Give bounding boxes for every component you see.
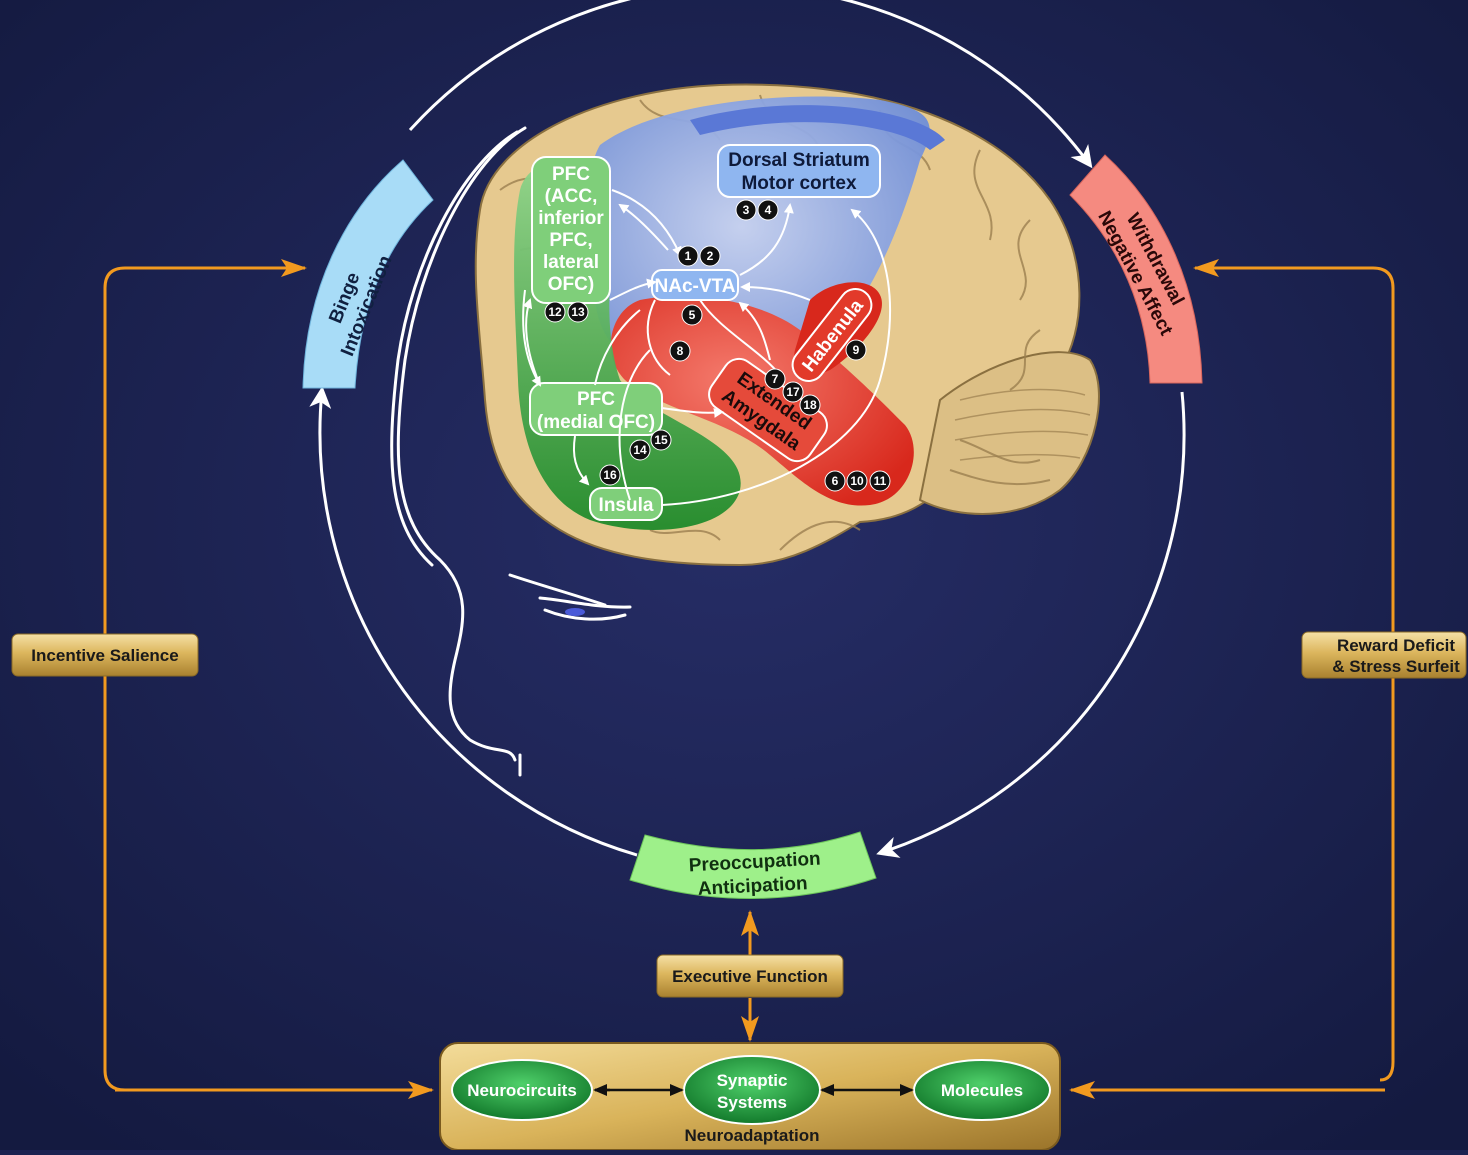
insula-label-box: Insula [590, 488, 662, 520]
synaptic-line1: Synaptic [717, 1071, 788, 1090]
pfc-medial-line2: (medial OFC) [537, 412, 655, 433]
badge-17: 17 [786, 385, 800, 399]
badge-3: 3 [743, 203, 750, 217]
dorsal-striatum-line2: Motor cortex [741, 173, 857, 194]
nac-vta-label: NAc-VTA [655, 276, 736, 297]
badge-7: 7 [772, 372, 779, 386]
badge-8: 8 [677, 344, 684, 358]
pfc-medial-line1: PFC [577, 389, 615, 410]
reward-deficit-label: Reward Deficit & Stress Surfeit [1302, 632, 1466, 678]
badge-15: 15 [654, 433, 668, 447]
eye-icon [565, 608, 585, 616]
pfc-lateral-label-box: PFC (ACC, inferior PFC, lateral OFC) [532, 157, 610, 303]
synaptic-line2: Systems [717, 1093, 787, 1112]
pfc-lateral-line5: lateral [543, 252, 599, 273]
reward-deficit-line2: & Stress Surfeit [1332, 657, 1460, 676]
badge-10: 10 [850, 474, 864, 488]
dorsal-striatum-line1: Dorsal Striatum [728, 150, 869, 171]
pfc-lateral-line4: PFC, [549, 230, 592, 251]
badge-1: 1 [685, 249, 692, 263]
reward-deficit-line1: Reward Deficit [1337, 636, 1455, 655]
pfc-lateral-line3: inferior [538, 208, 604, 229]
badge-11: 11 [874, 474, 887, 488]
incentive-salience-text: Incentive Salience [31, 646, 178, 665]
badge-16: 16 [603, 468, 617, 482]
pfc-lateral-line1: PFC [552, 164, 590, 185]
pfc-medial-label-box: PFC (medial OFC) [530, 383, 662, 435]
badge-2: 2 [707, 249, 714, 263]
badge-12: 12 [548, 305, 562, 319]
pfc-lateral-line6: OFC) [548, 274, 594, 295]
pfc-lateral-line2: (ACC, [545, 186, 598, 207]
neuroadaptation-panel: Neurocircuits Synaptic Systems Molecules… [440, 1043, 1060, 1150]
synaptic-systems-oval [684, 1056, 820, 1124]
executive-function-label: Executive Function [657, 955, 843, 997]
badge-6: 6 [832, 474, 839, 488]
neuroadaptation-title: Neuroadaptation [684, 1126, 819, 1145]
neurocircuits-label: Neurocircuits [467, 1081, 577, 1100]
badge-13: 13 [571, 305, 585, 319]
badge-9: 9 [853, 343, 860, 357]
dorsal-striatum-label-box: Dorsal Striatum Motor cortex [718, 145, 880, 197]
badge-14: 14 [633, 443, 647, 457]
molecules-label: Molecules [941, 1081, 1023, 1100]
badge-5: 5 [689, 308, 696, 322]
badge-4: 4 [765, 203, 772, 217]
badge-18: 18 [803, 398, 817, 412]
executive-function-text: Executive Function [672, 967, 828, 986]
nac-vta-label-box: NAc-VTA [652, 270, 738, 300]
insula-label: Insula [599, 495, 654, 516]
incentive-salience-label: Incentive Salience [12, 634, 198, 676]
